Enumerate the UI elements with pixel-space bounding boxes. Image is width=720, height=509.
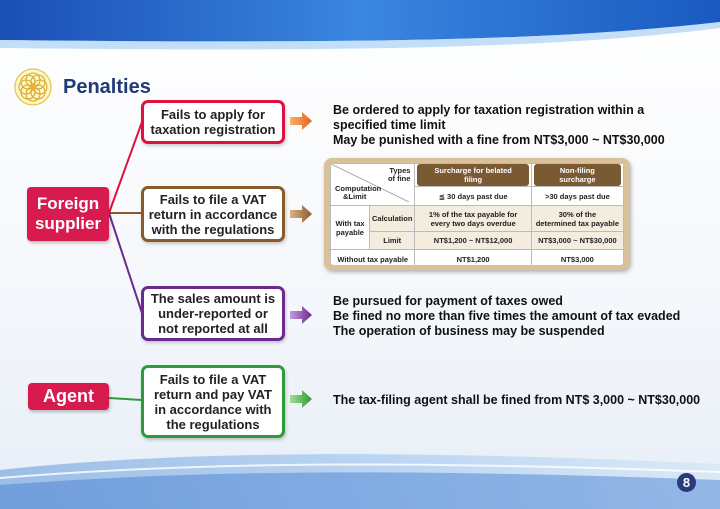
penalty-text-line: The operation of business may be suspend… xyxy=(333,324,605,338)
violation-text-line: in accordance with xyxy=(154,401,272,417)
cell-without-nonfiling: NT$3,000 xyxy=(530,249,624,265)
penalty-agent: The tax-filing agent shall be fined from… xyxy=(333,393,703,408)
penalty-underreport: Be pursued for payment of taxes owed Be … xyxy=(333,294,703,339)
penalty-text-line: May be punished with a fine from NT$3,00… xyxy=(333,133,665,147)
arrow-right-icon xyxy=(290,306,312,324)
violation-text-line: Fails to file a VAT xyxy=(159,191,267,207)
violation-text-line: with the regulations xyxy=(151,221,275,237)
cell-limit-belated: NT$1,200 ~ NT$12,000 xyxy=(414,231,532,250)
cell-text: every two days overdue xyxy=(430,218,516,228)
cell-text: determined tax payable xyxy=(535,218,620,228)
group-label-line: payable xyxy=(336,227,364,237)
violation-text-line: return and pay VAT xyxy=(154,386,272,402)
cell-without-belated: NT$1,200 xyxy=(414,249,532,265)
penalty-text-line: specified time limit xyxy=(333,118,446,132)
penalty-text-line: Be ordered to apply for taxation registr… xyxy=(333,103,645,117)
violation-registration: Fails to apply for taxation registration xyxy=(141,100,285,144)
table-corner-cell: Types of fine Computation &Limit xyxy=(330,163,416,206)
category-label-line: Foreign xyxy=(36,194,100,213)
arrow-right-icon xyxy=(290,390,312,408)
diagonal-divider xyxy=(331,164,409,202)
cell-calculation-nonfiling: 30% of the determined tax payable xyxy=(530,205,624,232)
cell-calculation-belated: 1% of the tax payable for every two days… xyxy=(414,205,532,232)
column-header-nonfiling: Non-filing surcharge xyxy=(530,163,624,187)
violation-text-line: Fails to file a VAT xyxy=(159,371,267,387)
fine-table-frame: Types of fine Computation &Limit Surchar… xyxy=(324,158,630,270)
corner-computation-label: Computation &Limit xyxy=(335,185,381,201)
violation-agent-vat: Fails to file a VAT return and pay VAT i… xyxy=(141,365,285,438)
page-number-badge: 8 xyxy=(677,473,696,492)
corner-text: of fine xyxy=(387,174,411,183)
group-label-with-tax: With tax payable xyxy=(330,205,370,250)
page-title: Penalties xyxy=(63,76,151,98)
penalty-text-line: The tax-filing agent shall be fined from… xyxy=(333,393,701,407)
corner-text: Types xyxy=(389,166,411,175)
group-label-line: With tax xyxy=(335,218,365,228)
violation-vat-return: Fails to file a VAT return in accordance… xyxy=(141,186,285,242)
corner-text: Computation xyxy=(335,184,382,193)
row-label-without-tax: Without tax payable xyxy=(330,249,416,265)
flower-logo-icon xyxy=(14,68,52,106)
category-label-line: supplier xyxy=(34,214,102,233)
column-subheader: ≦ 30 days past due xyxy=(414,186,532,206)
violation-text-line: return in accordance xyxy=(148,206,278,222)
penalty-text-line: Be fined no more than five times the amo… xyxy=(333,309,681,323)
cell-limit-nonfiling: NT$3,000 ~ NT$30,000 xyxy=(530,231,624,250)
bottom-wave-band xyxy=(0,454,720,509)
cell-text: 30% of the xyxy=(558,209,597,219)
row-label: Calculation xyxy=(368,205,416,232)
fine-table-panel: Types of fine Computation &Limit Surchar… xyxy=(330,163,624,265)
cell-text: 1% of the tax payable for xyxy=(428,209,518,219)
violation-text-line: the regulations xyxy=(166,416,260,432)
row-label: Limit xyxy=(368,231,416,250)
fine-table: Types of fine Computation &Limit Surchar… xyxy=(330,163,624,265)
column-header-pill: Non-filing surcharge xyxy=(533,164,621,186)
arrow-right-icon xyxy=(290,205,312,223)
category-agent: Agent xyxy=(28,383,109,410)
column-header-belated: Surcharge for belated filing xyxy=(414,163,532,187)
penalty-registration: Be ordered to apply for taxation registr… xyxy=(333,103,693,148)
violation-underreported: The sales amount is under-reported or no… xyxy=(141,286,285,341)
violation-text-line: under-reported or xyxy=(158,306,268,321)
arrow-right-icon xyxy=(290,112,312,130)
violation-text-line: not reported at all xyxy=(158,321,268,336)
violation-text-line: The sales amount is xyxy=(150,291,276,306)
violation-text-line: taxation registration xyxy=(150,122,276,137)
column-header-pill: Surcharge for belated filing xyxy=(417,164,529,186)
corner-text: &Limit xyxy=(343,192,367,201)
top-wave-band xyxy=(0,0,720,50)
violation-text-line: Fails to apply for xyxy=(160,107,265,122)
corner-types-label: Types of fine xyxy=(388,167,411,183)
penalty-text-line: Be pursued for payment of taxes owed xyxy=(333,294,563,308)
column-subheader: >30 days past due xyxy=(530,186,624,206)
category-foreign-supplier: Foreign supplier xyxy=(27,187,109,241)
